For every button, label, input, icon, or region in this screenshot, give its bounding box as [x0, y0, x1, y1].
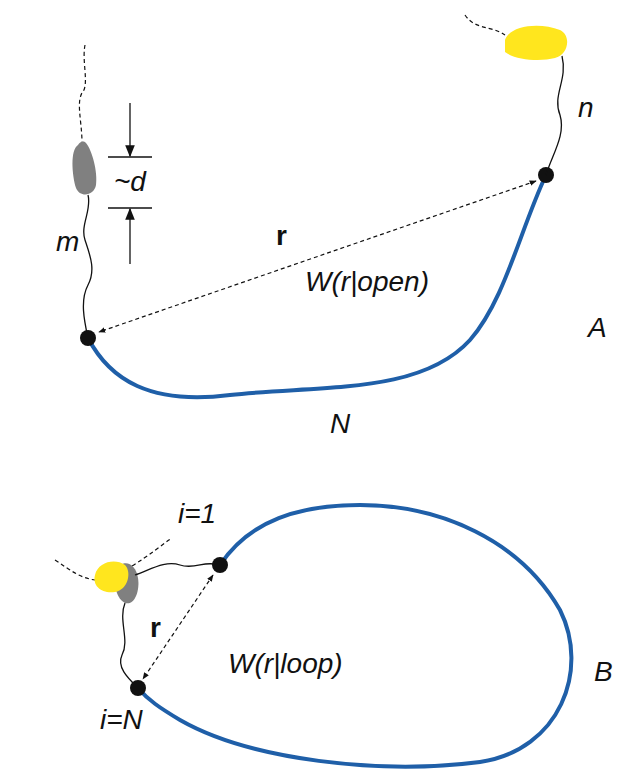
dimension-arrow — [129, 209, 130, 264]
linker-length-label: m — [56, 226, 79, 258]
chain-end-dot — [80, 330, 96, 346]
linker — [121, 603, 138, 688]
dimension-label: ~d — [114, 166, 146, 198]
chain-continuation — [79, 45, 85, 143]
index-label: i=1 — [178, 498, 216, 530]
linker — [135, 564, 218, 575]
linker-length-label: n — [578, 92, 594, 124]
chain-end-dot — [130, 680, 146, 696]
chain-continuation — [55, 560, 95, 580]
panel-letter: A — [588, 312, 607, 344]
chain-continuation — [132, 538, 172, 566]
linker-n — [546, 56, 563, 175]
chain-end-dot — [212, 557, 228, 573]
yellow-protein-blob — [505, 26, 567, 60]
chain-length-label: N — [330, 408, 350, 440]
yellow-protein-blob — [94, 562, 128, 593]
linker-m — [83, 195, 92, 338]
dimension-line — [108, 156, 152, 157]
blue-chain-loop — [138, 505, 571, 767]
dimension-line — [108, 207, 152, 208]
end-to-end-vector — [143, 575, 213, 679]
gray-protein-blob — [73, 142, 97, 195]
dimension-arrow — [129, 103, 130, 156]
distribution-label: W(r|loop) — [228, 648, 343, 680]
blue-chain-open — [88, 175, 546, 397]
vector-label: r — [276, 220, 287, 252]
index-label: i=N — [100, 704, 143, 736]
panel-letter: B — [594, 656, 613, 688]
end-to-end-vector — [99, 181, 536, 332]
vector-label: r — [150, 612, 161, 644]
distribution-label: W(r|open) — [305, 266, 429, 298]
chain-continuation — [465, 15, 505, 35]
